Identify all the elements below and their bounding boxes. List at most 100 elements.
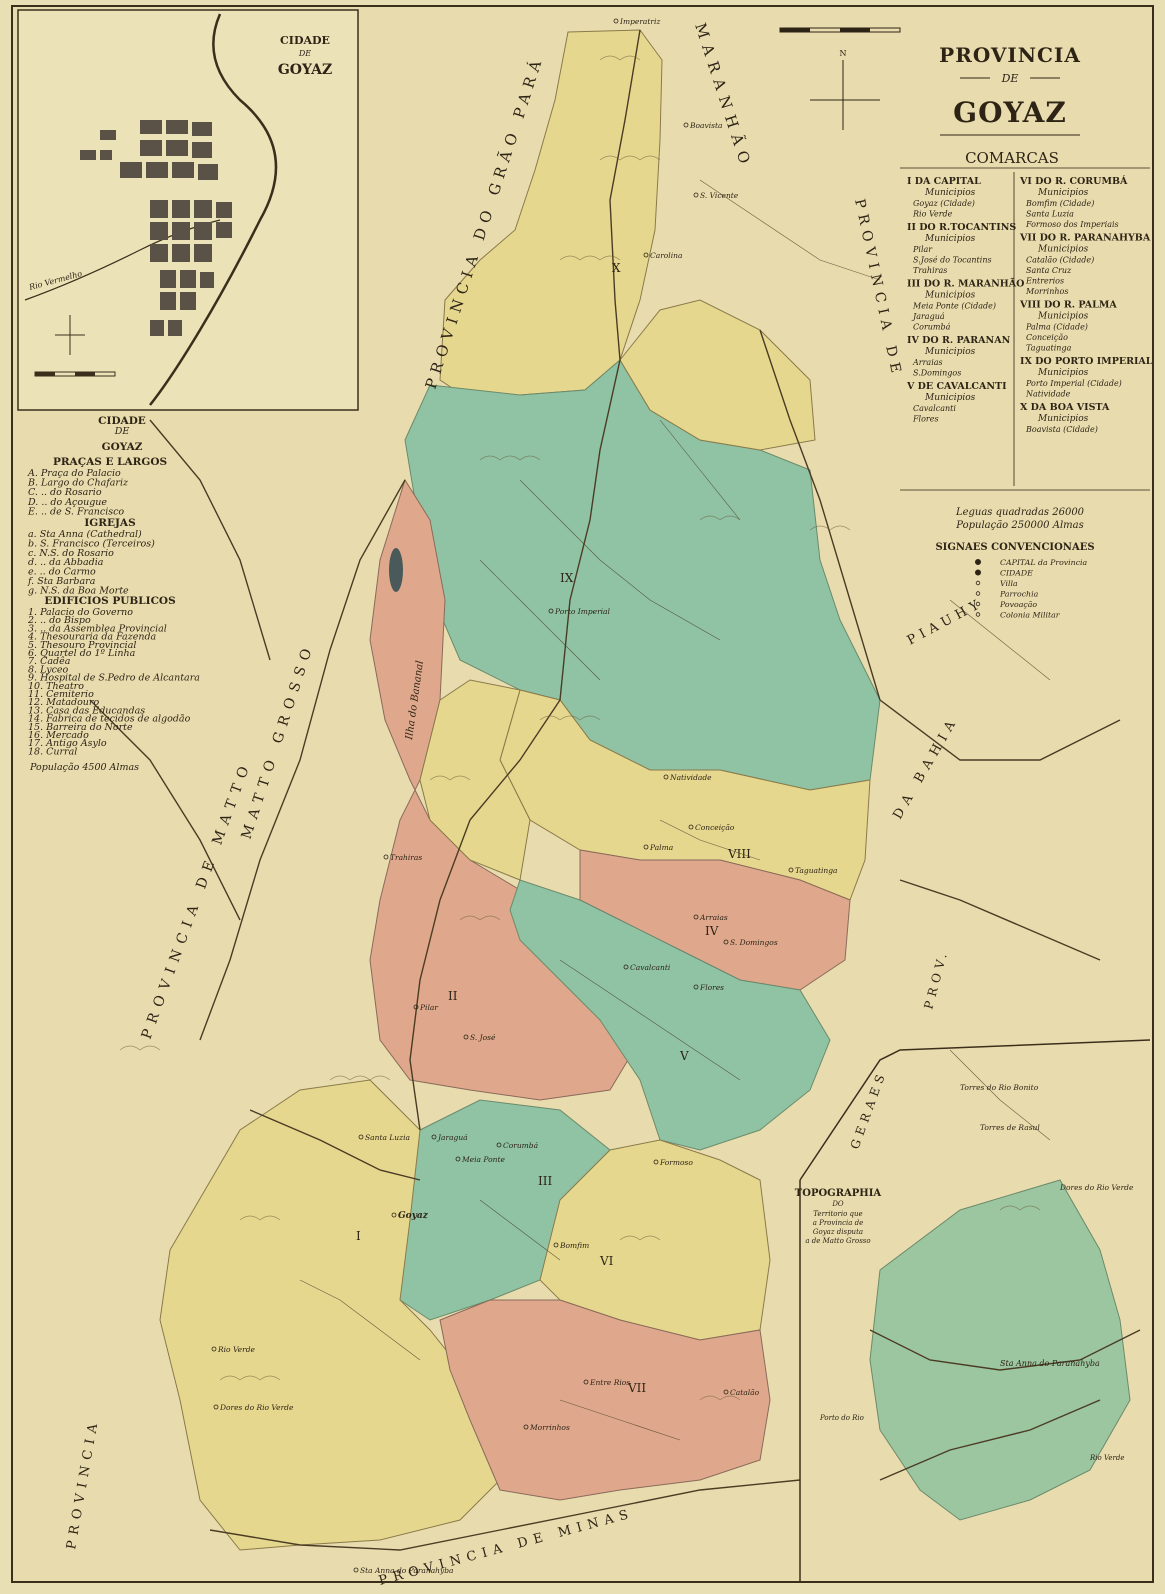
numeral-viii: VIII xyxy=(727,847,751,861)
comarca-subheading: Municipios xyxy=(1037,245,1089,255)
city-legend-building-item: 9. Hospital de S.Pedro de Alcantara xyxy=(28,673,200,684)
town-marker-icon xyxy=(623,964,629,970)
lake-icon xyxy=(389,548,403,592)
topo-place-4: Porto do Rio xyxy=(819,1414,864,1422)
place-label: Morrinhos xyxy=(529,1423,570,1432)
sign-label: Villa xyxy=(1000,579,1018,588)
place-label: Imperatriz xyxy=(619,17,660,26)
title-line2: DE xyxy=(1001,72,1019,85)
stats-population: População 250000 Almas xyxy=(955,520,1083,531)
town-marker-icon xyxy=(583,1379,589,1385)
place-label: Porto Imperial xyxy=(554,607,611,616)
comarca-municipio: Taguatinga xyxy=(1026,344,1072,353)
city-legend-sec2: IGREJAS xyxy=(84,517,135,529)
comarca-subheading: Municipios xyxy=(1037,368,1089,378)
comarca-municipio: Morrinhos xyxy=(1025,287,1068,296)
place-label: Sta Anna do Paranahyba xyxy=(360,1566,454,1575)
city-legend-sec3: EDIFICIOS PUBLICOS xyxy=(44,595,175,607)
city-legend-square-item: D. .. do Açougue xyxy=(27,497,107,508)
comarca-subheading: Municipios xyxy=(924,291,976,301)
town-marker-icon xyxy=(213,1404,219,1410)
region-yellow-east xyxy=(619,299,816,451)
town-marker-icon xyxy=(548,608,554,614)
numeral-ii: II xyxy=(448,989,458,1003)
place-label: Taguatinga xyxy=(795,866,838,875)
comarca-subheading: Municipios xyxy=(1037,312,1089,322)
city-legend-building-item: 18. Curral xyxy=(28,746,77,757)
comarcas-heading: COMARCAS xyxy=(965,149,1059,167)
stats-area: Leguas quadradas 26000 xyxy=(955,507,1085,518)
city-blocks xyxy=(80,120,232,336)
comarca-municipio: Rio Verde xyxy=(912,210,953,219)
city-legend-church-item: b. S. Francisco (Terceiros) xyxy=(28,538,155,549)
sign-symbol-icon xyxy=(975,601,981,607)
comarca-municipio: Natividade xyxy=(1025,390,1071,399)
numeral-v: V xyxy=(679,1049,689,1063)
comarca-municipio: Bomfim (Cidade) xyxy=(1025,199,1094,208)
city-legend-square-item: B. Largo do Chafariz xyxy=(27,478,129,489)
city-legend-square-item: C. .. do Rosario xyxy=(28,487,102,498)
region-comarca-v xyxy=(509,879,831,1151)
city-legend-building-item: 6. Quartel do 1º Linha xyxy=(28,648,136,659)
city-inset-title-top: CIDADE xyxy=(280,34,330,47)
city-legend-church-item: g. N.S. da Boa Morte xyxy=(28,585,129,596)
compass-rose-icon: N xyxy=(810,49,880,130)
town-marker-icon xyxy=(643,844,649,850)
city-legend-title2: DE xyxy=(114,426,130,437)
place-label: Goyaz xyxy=(398,1211,429,1221)
city-legend-population: População 4500 Almas xyxy=(29,762,139,773)
topo-place-2: Dores do Rio Verde xyxy=(1059,1183,1134,1192)
town-marker-icon xyxy=(463,1034,469,1040)
place-label: Bomfim xyxy=(559,1241,589,1250)
comarca-name: VI DO R. CORUMBÁ xyxy=(1019,175,1128,187)
place-label: Rio Verde xyxy=(217,1345,255,1354)
sign-symbol-icon xyxy=(975,580,981,586)
title-line3: GOYAZ xyxy=(953,96,1067,129)
town-marker-icon xyxy=(613,18,619,24)
sign-label: Colonia Militar xyxy=(1000,611,1061,620)
town-marker-icon xyxy=(683,122,689,128)
city-inset-title-mid: DE xyxy=(298,49,311,58)
place-label: Meia Ponte xyxy=(461,1155,505,1164)
town-marker-icon xyxy=(553,1242,559,1248)
town-marker-icon xyxy=(693,984,699,990)
comarca-subheading: Municipios xyxy=(924,234,976,244)
city-legend-title3: GOYAZ xyxy=(102,441,143,453)
town-marker-icon xyxy=(358,1134,364,1140)
scale-bar xyxy=(779,27,901,33)
city-legend-building-item: 1. Palacio do Governo xyxy=(28,607,133,618)
city-legend: CIDADE DE GOYAZ PRAÇAS E LARGOS A. Praça… xyxy=(27,415,200,773)
city-legend-building-item: 10. Theatro xyxy=(28,681,84,692)
city-legend-church-item: f. Sta Barbara xyxy=(27,576,96,587)
town-marker-icon xyxy=(211,1346,217,1352)
numeral-vi: VI xyxy=(599,1254,614,1268)
city-legend-title1: CIDADE xyxy=(98,415,146,427)
numeral-iii: III xyxy=(538,1174,552,1188)
comarca-municipio: Arraias xyxy=(912,358,943,367)
signs-list: CAPITAL da ProvinciaCIDADEVillaParrochia… xyxy=(975,558,1088,620)
numeral-i: I xyxy=(356,1229,361,1243)
comarca-name: I DA CAPITAL xyxy=(907,176,981,187)
city-inset-title-bottom: GOYAZ xyxy=(278,62,332,78)
sign-symbol-icon xyxy=(975,591,981,596)
comarca-municipio: Flores xyxy=(912,415,939,424)
comarca-municipio: S.José do Tocantins xyxy=(913,256,992,265)
comarca-subheading: Municipios xyxy=(1037,188,1089,198)
place-label: Boavista xyxy=(689,121,722,130)
place-label: Palma xyxy=(649,843,673,852)
comarca-municipio: S.Domingos xyxy=(913,369,961,378)
numeral-iv: IV xyxy=(705,924,719,938)
city-legend-building-item: 8. Lyceo xyxy=(28,664,69,675)
place-label: Natividade xyxy=(669,773,712,782)
town-marker-icon xyxy=(353,1567,359,1573)
city-inset xyxy=(17,9,359,411)
town-marker-icon xyxy=(723,939,729,945)
town-marker-icon xyxy=(431,1134,437,1140)
comarca-subheading: Municipios xyxy=(924,393,976,403)
city-legend-building-item: 3. .. da Assemblea Provincial xyxy=(28,623,167,634)
place-label: S. Vicente xyxy=(700,191,739,200)
place-label: Arraias xyxy=(699,913,728,922)
topo-sub4: Goyaz disputa xyxy=(813,1228,863,1236)
